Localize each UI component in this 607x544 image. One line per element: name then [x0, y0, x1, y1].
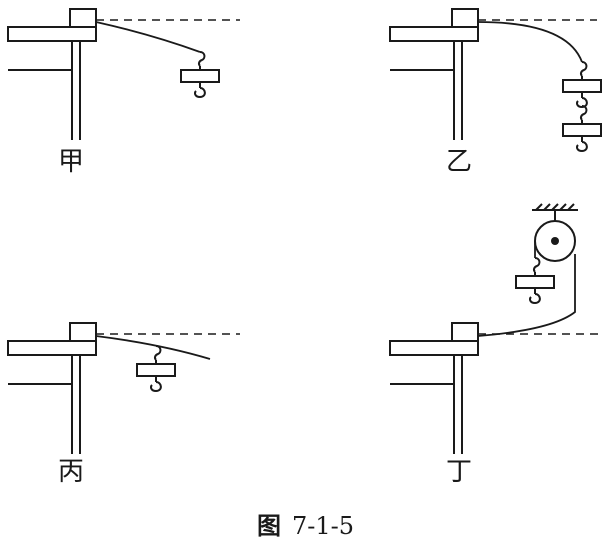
- panel-jia: 甲: [7, 8, 240, 177]
- panel-label-jia: 甲: [58, 147, 84, 177]
- table-ding: [389, 322, 479, 455]
- string-jia: [95, 21, 201, 53]
- hook-weight-ding: [515, 257, 555, 304]
- figure-caption: 图 7-1-5: [257, 511, 354, 540]
- hook-weight-yi-lower: [562, 105, 602, 152]
- caption-number: 7-1-5: [292, 512, 354, 540]
- hook-weight-yi-upper: [562, 61, 602, 108]
- string-ding-horizontal: [477, 254, 576, 337]
- hook-weight-bing: [136, 345, 176, 392]
- panel-label-yi: 乙: [446, 147, 472, 177]
- panel-ding: 丁: [389, 203, 604, 487]
- string-bing: [95, 335, 211, 360]
- table-yi: [389, 8, 479, 141]
- string-yi: [477, 21, 583, 63]
- table-jia: [7, 8, 97, 141]
- pulley: [534, 220, 576, 262]
- hook-weight-jia: [180, 51, 220, 98]
- panel-bing: 丙: [7, 322, 240, 487]
- panel-label-bing: 丙: [58, 457, 84, 487]
- panel-yi: 乙: [389, 8, 602, 177]
- caption-prefix: 图: [257, 511, 281, 540]
- panel-label-ding: 丁: [446, 457, 472, 487]
- table-bing: [7, 322, 97, 455]
